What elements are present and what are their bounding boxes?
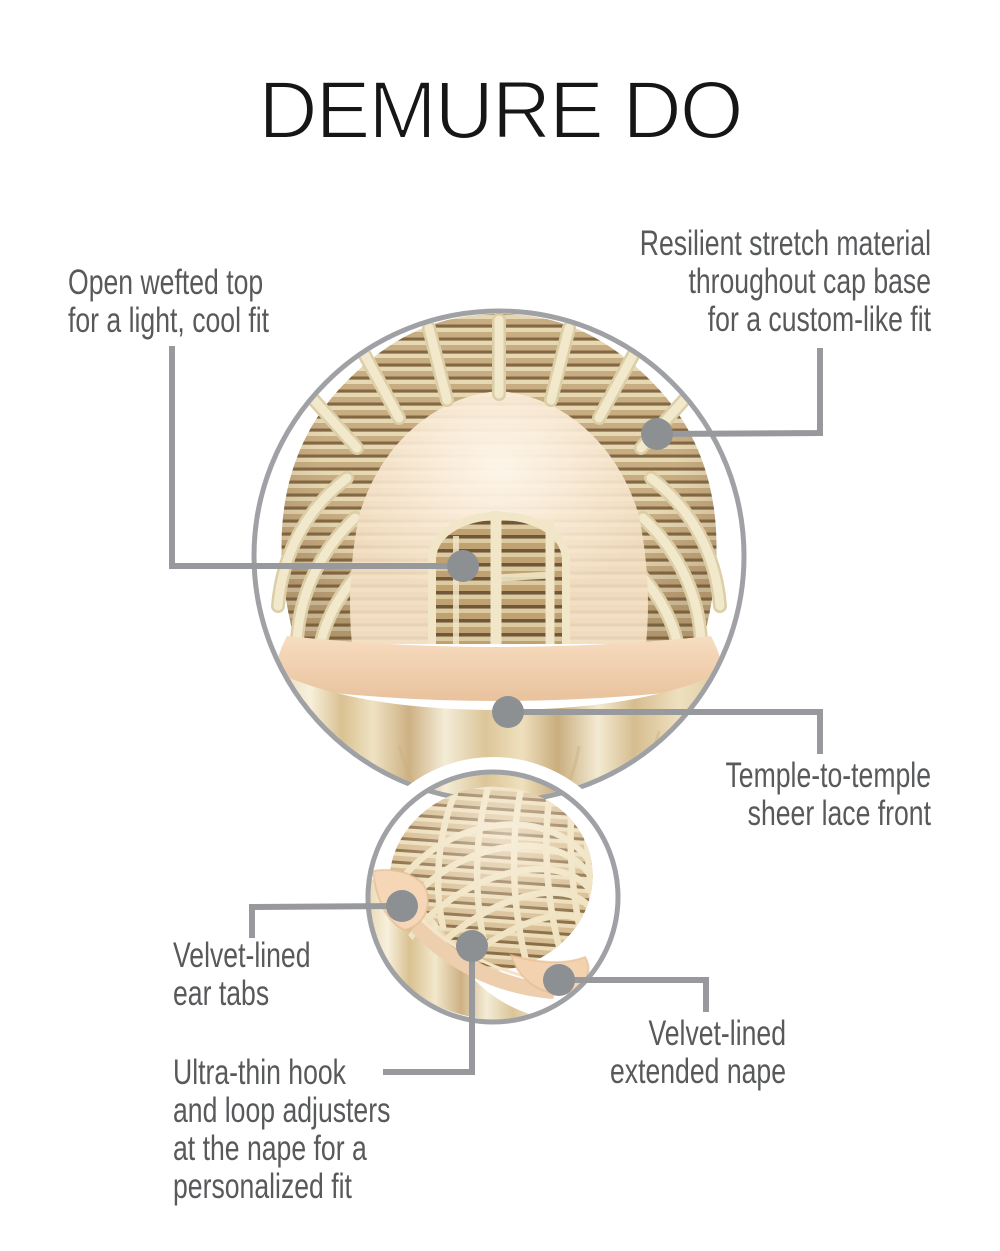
label-ear-tabs: Velvet-lined ear tabs <box>173 936 311 1013</box>
page-title: DEMURE DO <box>257 65 744 157</box>
cap-top-view <box>271 313 727 799</box>
label-open-wefted-top: Open wefted top for a light, cool fit <box>68 263 270 340</box>
detail-circle-outline <box>365 769 621 1025</box>
nape-adjuster-band <box>411 919 559 999</box>
detail-cap-illustration <box>353 757 633 1037</box>
label-nape-adjusters: Ultra-thin hook and loop adjusters at th… <box>173 1053 391 1206</box>
front-band <box>272 636 726 701</box>
main-cap-illustration <box>251 308 747 804</box>
label-lace-front: Temple-to-temple sheer lace front <box>725 756 931 833</box>
label-extended-nape: Velvet-lined extended nape <box>609 1014 786 1091</box>
detail-circle-halo <box>353 757 633 1037</box>
label-resilient-stretch: Resilient stretch material throughout ca… <box>639 224 931 339</box>
